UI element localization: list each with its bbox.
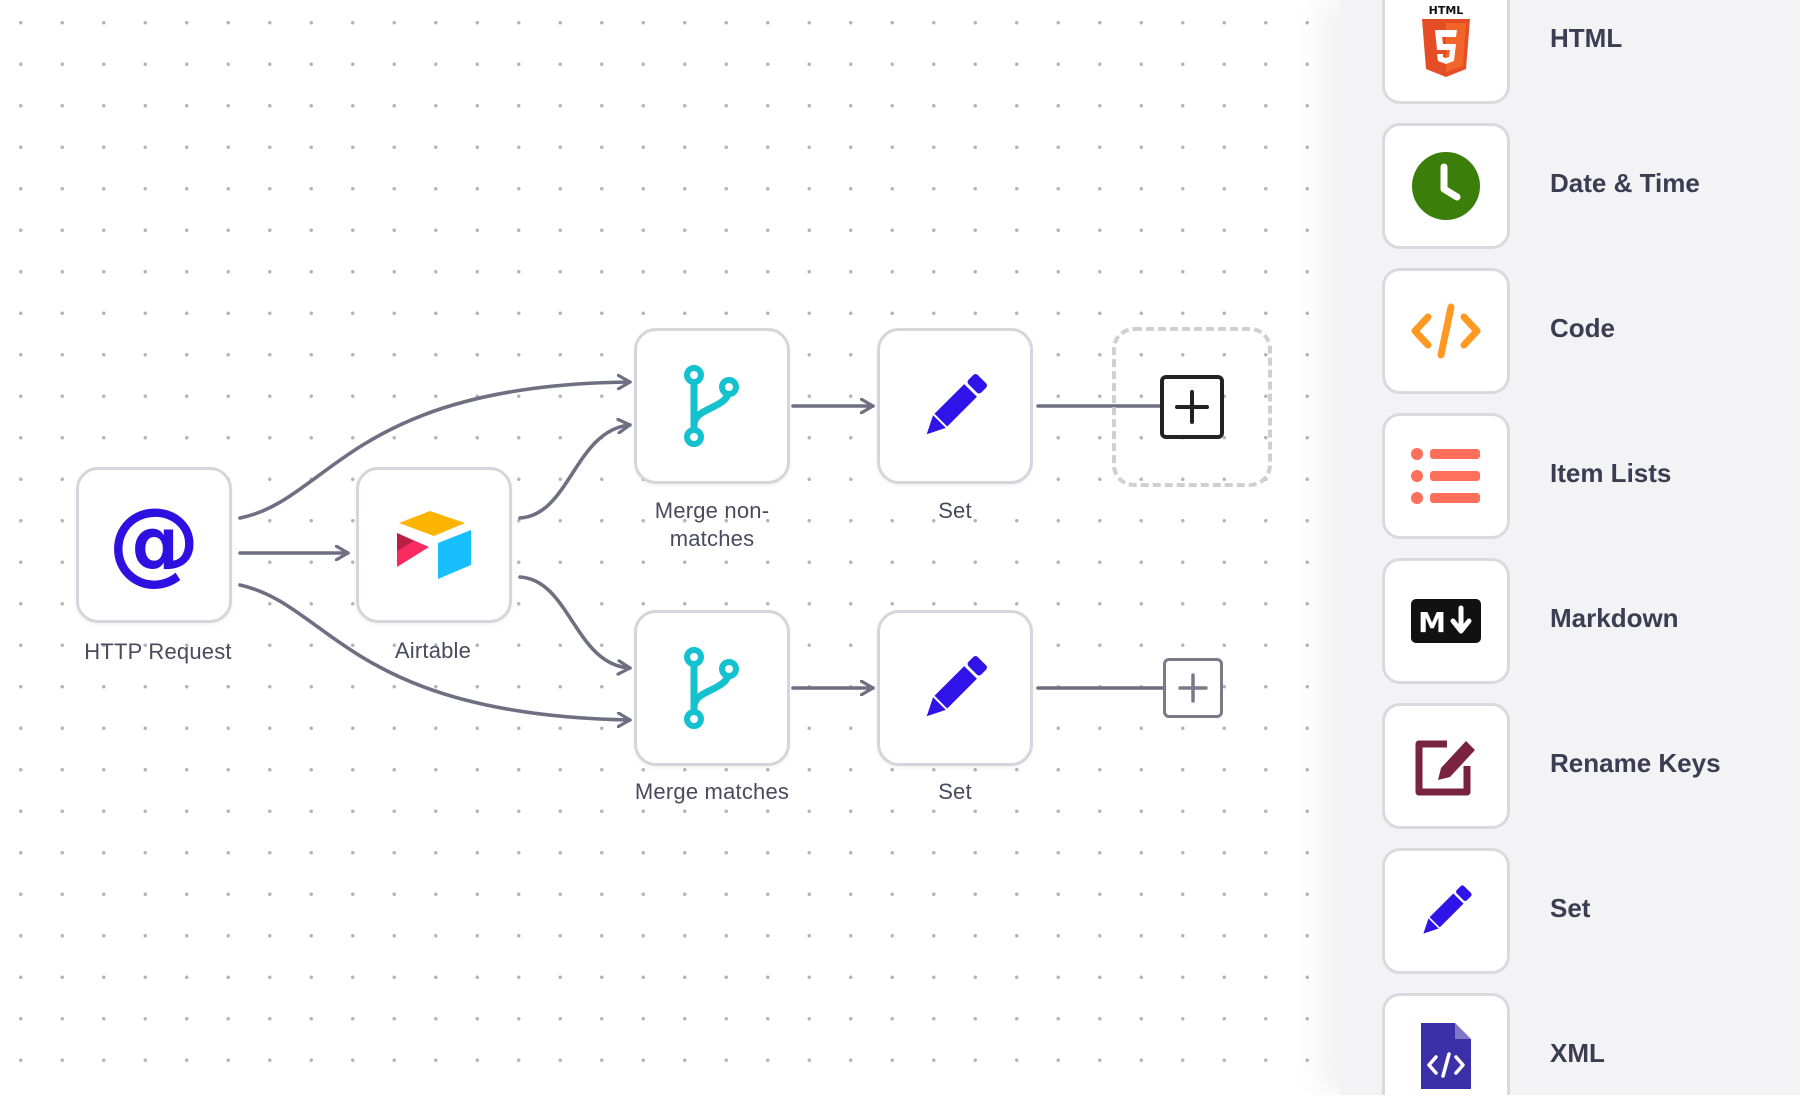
plus-icon	[1175, 390, 1209, 424]
node-merge-matches[interactable]	[634, 610, 790, 766]
node-tile: M	[1382, 558, 1510, 684]
node-item-label: Rename Keys	[1550, 748, 1721, 778]
merge-branch-icon	[684, 365, 739, 447]
node-tile	[1382, 848, 1510, 974]
clock-icon	[1412, 152, 1480, 220]
svg-text:@: @	[108, 499, 200, 591]
workflow-canvas[interactable]: @ HTTP Request Airtable Merge non- match…	[0, 0, 1340, 1095]
node-item-rename-keys[interactable]: Rename Keys	[1382, 703, 1800, 833]
node-item-label: Markdown	[1550, 603, 1679, 633]
node-tile	[1382, 268, 1510, 394]
add-node-placeholder[interactable]	[1112, 327, 1272, 487]
node-tile: HTML	[1382, 0, 1510, 104]
node-label: Set	[938, 498, 972, 523]
node-http-request[interactable]: @	[76, 467, 232, 623]
connection-airtable-merge2	[518, 575, 632, 668]
node-airtable[interactable]	[356, 467, 512, 623]
node-item-date-time[interactable]: Date & Time	[1382, 123, 1800, 253]
airtable-icon	[397, 511, 471, 579]
merge-branch-icon	[684, 647, 739, 729]
node-item-label: Item Lists	[1550, 458, 1672, 488]
node-item-label: Set	[1550, 893, 1591, 923]
plus-icon	[1178, 673, 1208, 703]
list-icon	[1411, 448, 1480, 504]
node-item-label: Code	[1550, 313, 1615, 343]
node-item-html[interactable]: HTML HTML	[1382, 0, 1800, 108]
node-label: Set	[938, 779, 972, 804]
markdown-icon: M	[1411, 599, 1481, 643]
node-label: Merge non- matches	[654, 498, 770, 551]
node-item-xml[interactable]: XML	[1382, 993, 1800, 1095]
node-merge-non-matches[interactable]	[634, 328, 790, 484]
html5-badge-text: HTML	[1429, 4, 1464, 17]
node-label: HTTP Request	[84, 639, 232, 664]
node-item-code[interactable]: Code	[1382, 268, 1800, 398]
pencil-icon	[926, 374, 987, 435]
html5-icon: HTML	[1422, 4, 1470, 77]
markdown-badge-text: M	[1418, 606, 1446, 639]
node-item-set[interactable]: Set	[1382, 848, 1800, 978]
add-node-button[interactable]	[1160, 375, 1224, 439]
connection-airtable-merge1	[518, 425, 632, 520]
pencil-icon	[926, 656, 987, 717]
connection-http-merge2	[238, 583, 632, 720]
node-tile	[1382, 123, 1510, 249]
node-item-label: Date & Time	[1550, 168, 1700, 198]
xml-file-icon	[1421, 1023, 1471, 1089]
node-label: Airtable	[394, 638, 472, 663]
node-set-1[interactable]	[877, 328, 1033, 484]
code-icon	[1411, 303, 1481, 359]
node-item-item-lists[interactable]: Item Lists	[1382, 413, 1800, 543]
node-tile	[1382, 413, 1510, 539]
connection-http-merge1	[238, 382, 632, 520]
node-item-label: HTML	[1550, 23, 1623, 53]
node-tile	[1382, 993, 1510, 1095]
at-sign-icon: @	[108, 499, 200, 591]
node-label: Merge matches	[634, 779, 790, 804]
node-set-2[interactable]	[877, 610, 1033, 766]
pencil-icon	[1423, 885, 1472, 934]
connections-layer	[238, 0, 1167, 1095]
node-list-panel[interactable]: HTML HTML Date & Time	[1340, 0, 1800, 1095]
edit-box-icon	[1415, 740, 1475, 796]
add-node-button[interactable]	[1163, 658, 1223, 718]
node-item-markdown[interactable]: M Markdown	[1382, 558, 1800, 688]
node-tile	[1382, 703, 1510, 829]
bottom-edge	[0, 1095, 1800, 1104]
node-item-label: XML	[1550, 1038, 1605, 1068]
